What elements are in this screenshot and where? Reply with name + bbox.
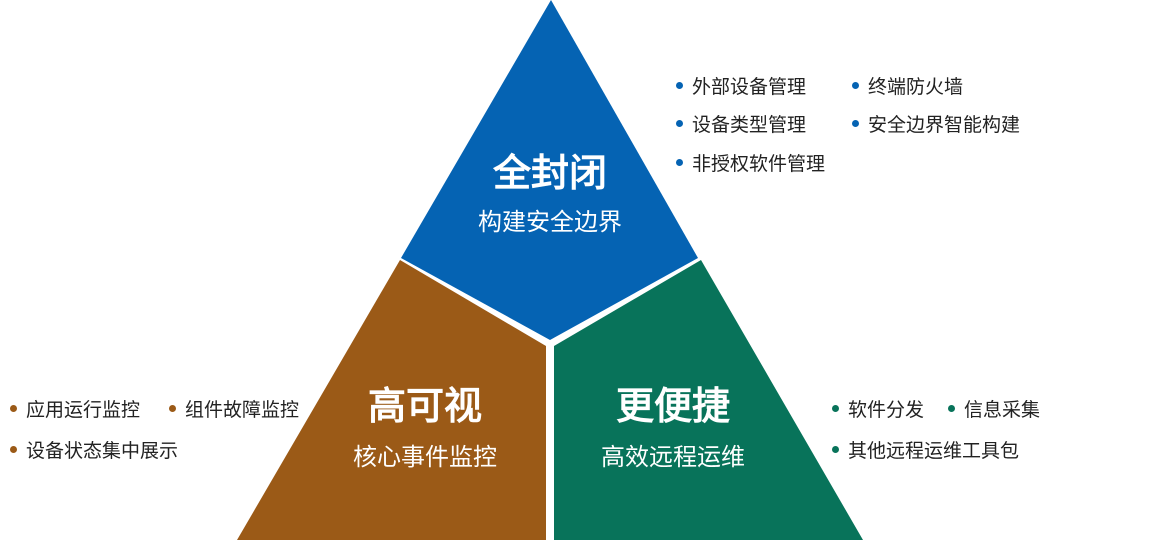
- list-item: 软件分发: [832, 399, 924, 421]
- segment-right-shape: [554, 260, 863, 540]
- list-item: 应用运行监控: [10, 399, 140, 421]
- bullet-dot-icon: [676, 120, 683, 127]
- list-item: 安全边界智能构建: [852, 114, 1020, 136]
- segment-top-subtitle: 构建安全边界: [478, 208, 622, 236]
- segment-top-shape: [401, 0, 698, 340]
- bullet-dot-icon: [948, 405, 955, 412]
- list-item: 终端防火墙: [852, 76, 963, 98]
- bullet-dot-icon: [676, 82, 683, 89]
- segment-top-title: 全封闭: [492, 151, 607, 195]
- list-item: 组件故障监控: [169, 399, 299, 421]
- bullet-dot-icon: [852, 120, 859, 127]
- list-item: 外部设备管理: [676, 76, 806, 98]
- bullet-dot-icon: [832, 446, 839, 453]
- bullet-dot-icon: [10, 446, 17, 453]
- list-item: 设备类型管理: [676, 114, 806, 136]
- segment-left-subtitle: 核心事件监控: [353, 443, 497, 471]
- bullet-dot-icon: [852, 82, 859, 89]
- segment-left-title: 高可视: [368, 384, 482, 428]
- segment-right-subtitle: 高效远程运维: [601, 443, 745, 471]
- bullet-dot-icon: [10, 405, 17, 412]
- bullet-dot-icon: [832, 405, 839, 412]
- bullet-dot-icon: [676, 159, 683, 166]
- bullet-dot-icon: [169, 405, 176, 412]
- list-item: 非授权软件管理: [676, 153, 825, 175]
- list-item: 信息采集: [948, 399, 1040, 421]
- segment-left-shape: [237, 260, 546, 540]
- segment-right-title: 更便捷: [616, 384, 730, 428]
- list-item: 设备状态集中展示: [10, 440, 178, 462]
- list-item: 其他远程运维工具包: [832, 440, 1019, 462]
